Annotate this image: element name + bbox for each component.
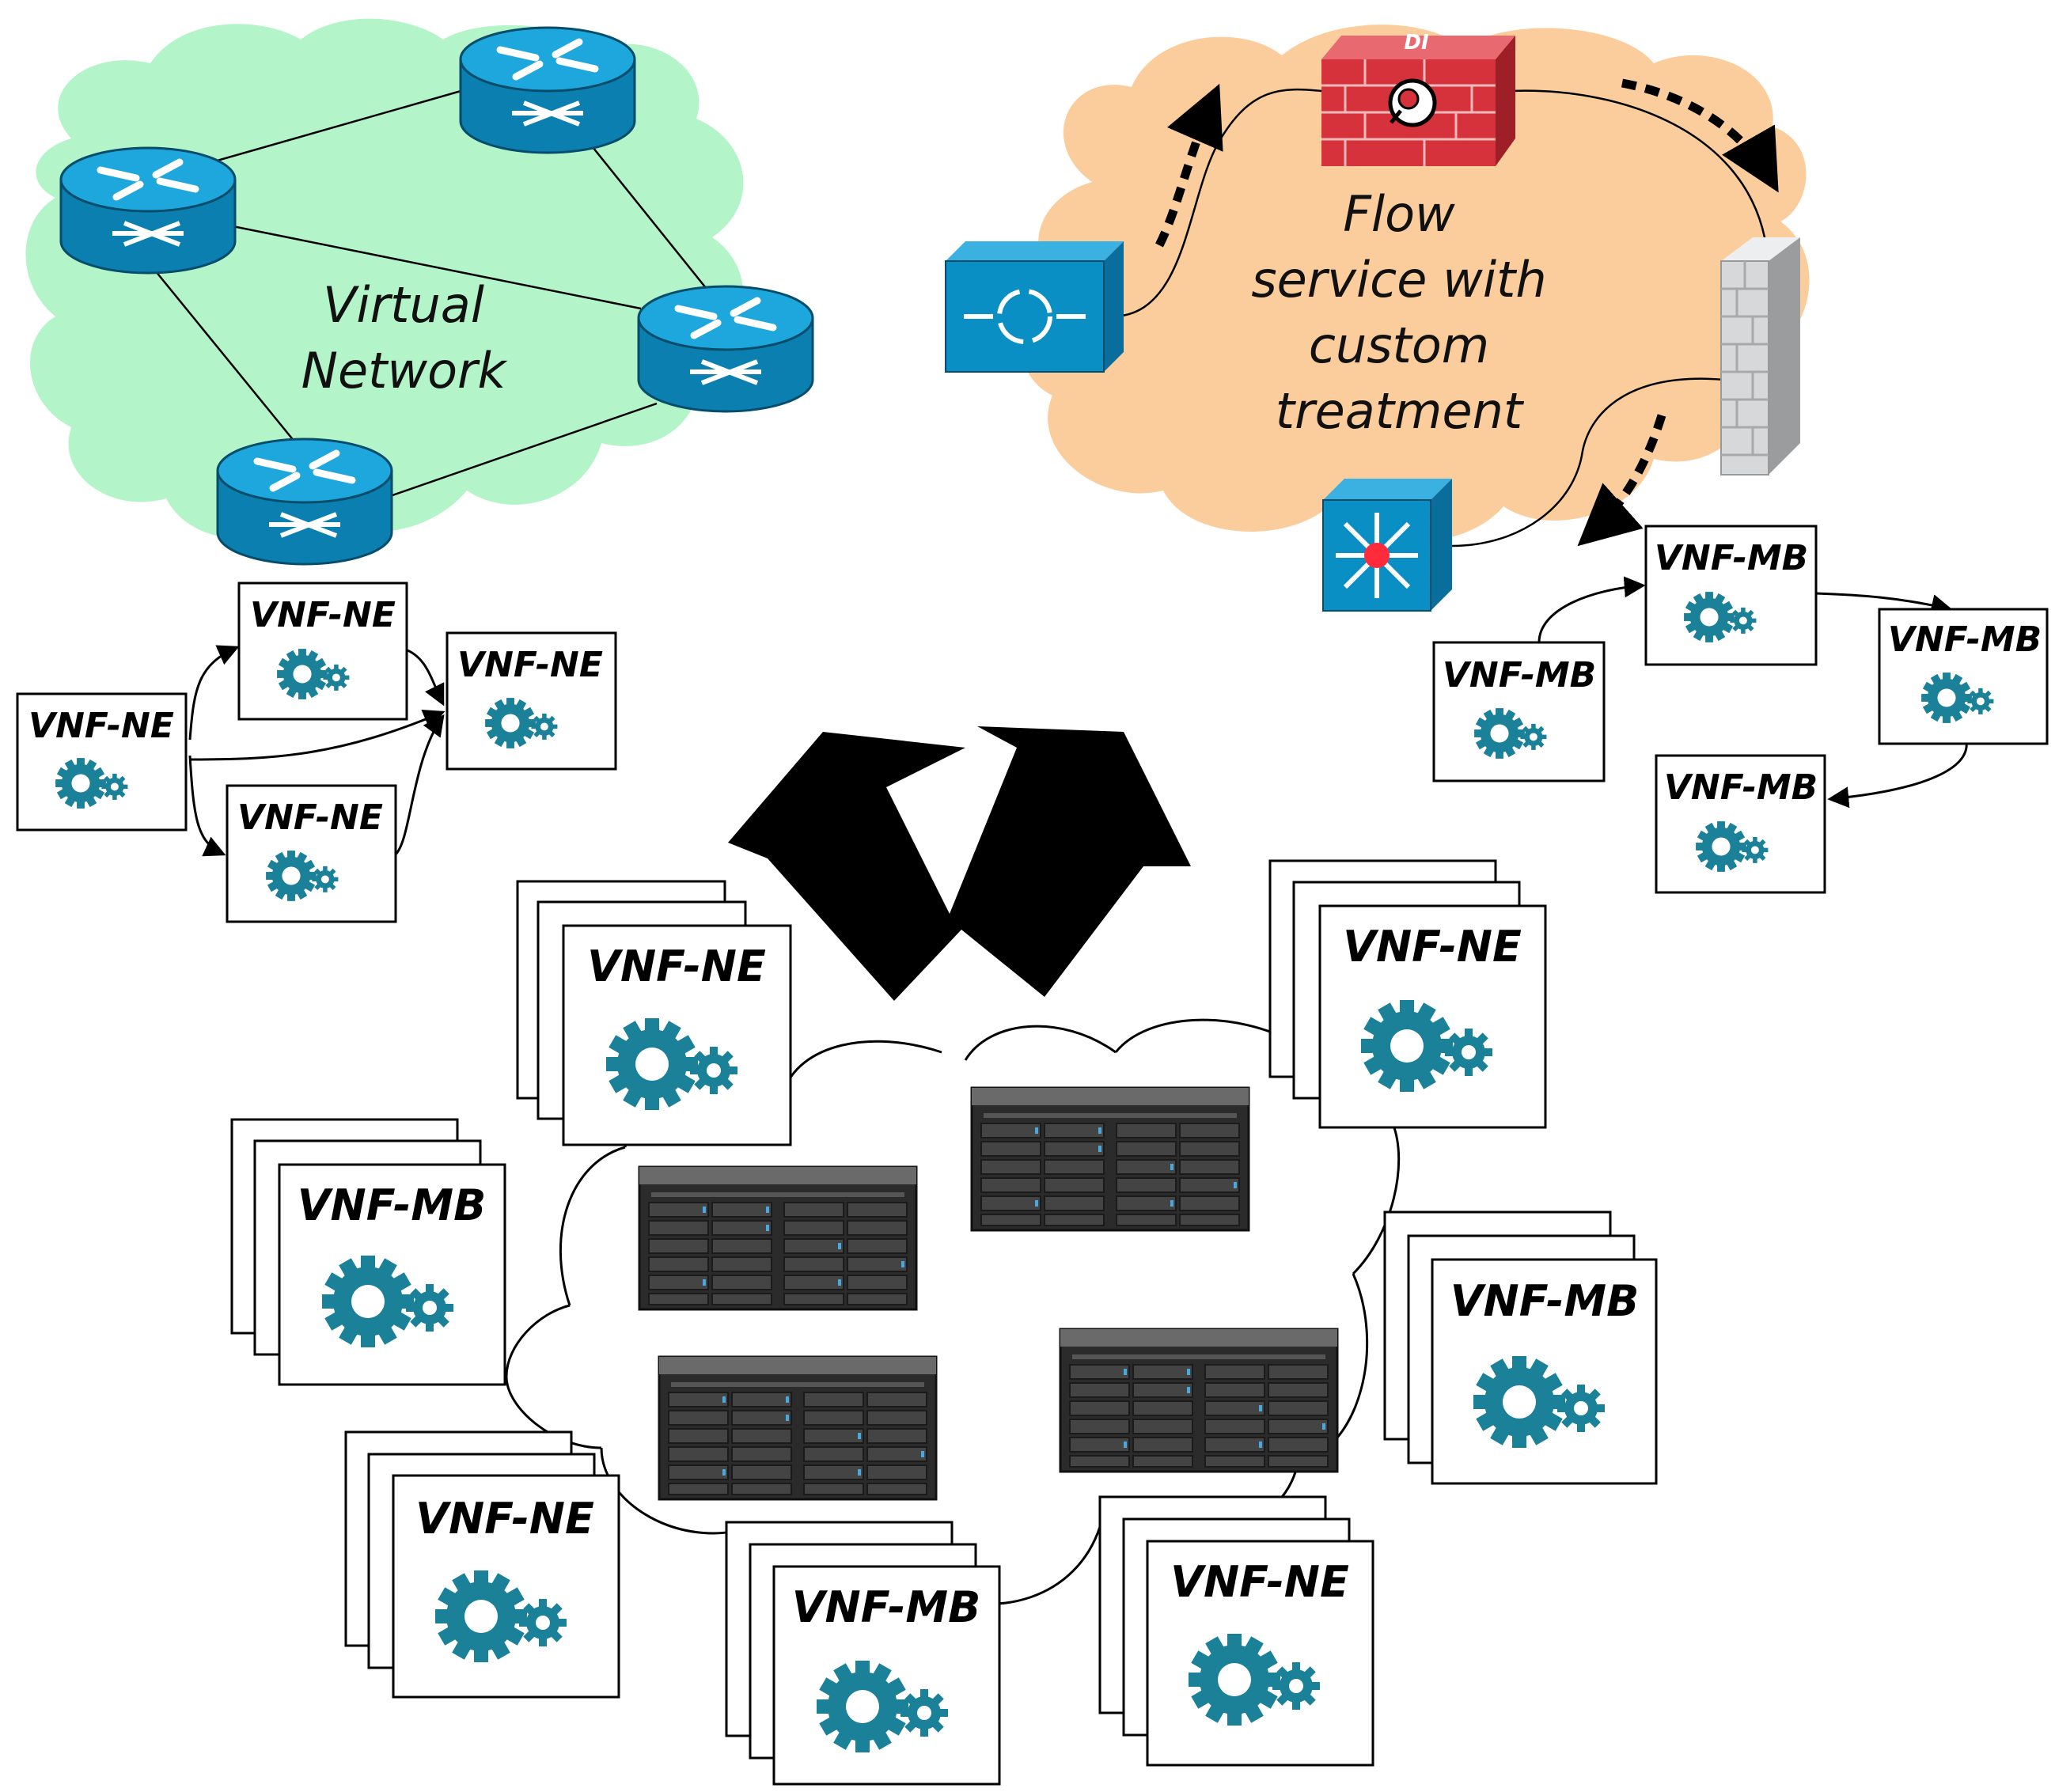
vnf-box: VNF-NE — [237, 582, 408, 721]
vnf-box: VNF-NE — [446, 631, 617, 771]
server-icon — [658, 1355, 938, 1501]
virtual-network-label-line1: Virtual — [323, 276, 484, 334]
vnf-box: VNF-MB — [1644, 525, 1818, 666]
flow-service-label-line1: Flow — [1343, 185, 1455, 243]
virtual-network-cloud: Virtual Network — [25, 18, 813, 564]
vnf-ne-chain: VNF-NE VNF-NE VNF-NE VNF-NE — [16, 582, 617, 923]
vnf-label: VNF-NE — [457, 645, 603, 685]
vnf-label: VNF-MB — [1888, 619, 2042, 660]
vnf-box: VNF-MB — [1432, 641, 1606, 782]
flow-service-label-line2: service with — [1251, 251, 1546, 309]
vnf-label: VNF-MB — [1443, 655, 1596, 695]
vnf-stack: VNF-MB — [725, 1521, 1001, 1786]
flow-service-label-line4: treatment — [1276, 382, 1525, 440]
vnf-label: VNF-NE — [587, 941, 766, 991]
switch-icon — [945, 241, 1124, 373]
dpi-label: DI — [1404, 31, 1429, 55]
server-icon — [638, 1165, 918, 1311]
vnf-stack: VNF-MB — [1383, 1210, 1658, 1485]
multilayer-switch-icon — [1322, 479, 1452, 612]
virtual-network-label-line2: Network — [301, 342, 508, 400]
vnf-label: VNF-MB — [1655, 538, 1808, 578]
vnf-stack: VNF-NE — [516, 880, 792, 1146]
vnf-stack: VNF-NE — [1098, 1495, 1374, 1767]
vnf-box: VNF-MB — [1878, 608, 2049, 745]
vnf-mb-chain: VNF-MB VNF-MB VNF-MB VNF-MB — [1432, 525, 2049, 894]
vnf-stack: VNF-NE — [344, 1430, 620, 1699]
vnf-label: VNF-NE — [237, 797, 383, 838]
server-icon — [970, 1086, 1250, 1232]
vnf-label: VNF-NE — [1343, 922, 1522, 972]
router-icon — [61, 148, 235, 273]
vnf-label: VNF-NE — [1170, 1557, 1349, 1607]
vnf-box: VNF-NE — [16, 692, 188, 832]
vnf-label: VNF-MB — [792, 1582, 981, 1632]
flow-service-label-line3: custom — [1309, 316, 1489, 374]
server-icon — [1059, 1328, 1339, 1473]
split-arrow-icon — [728, 726, 1191, 1001]
vnf-stack: VNF-MB — [230, 1118, 506, 1386]
vnf-label: VNF-NE — [415, 1494, 594, 1544]
vnf-label: VNF-MB — [1664, 767, 1818, 808]
vnf-label: VNF-NE — [28, 706, 174, 746]
vnf-label: VNF-MB — [1450, 1276, 1640, 1326]
firewall-icon — [1720, 237, 1800, 475]
dpi-firewall-icon: DI — [1321, 31, 1515, 166]
router-icon — [218, 439, 392, 564]
vnf-box: VNF-MB — [1655, 754, 1826, 894]
vnf-box: VNF-NE — [226, 784, 397, 923]
vnf-label: VNF-NE — [250, 595, 396, 635]
flow-service-cloud: DI — [945, 25, 1810, 612]
vnf-stack: VNF-NE — [1268, 859, 1547, 1129]
vnf-label: VNF-MB — [298, 1180, 487, 1230]
router-icon — [461, 28, 635, 153]
router-icon — [639, 286, 813, 411]
